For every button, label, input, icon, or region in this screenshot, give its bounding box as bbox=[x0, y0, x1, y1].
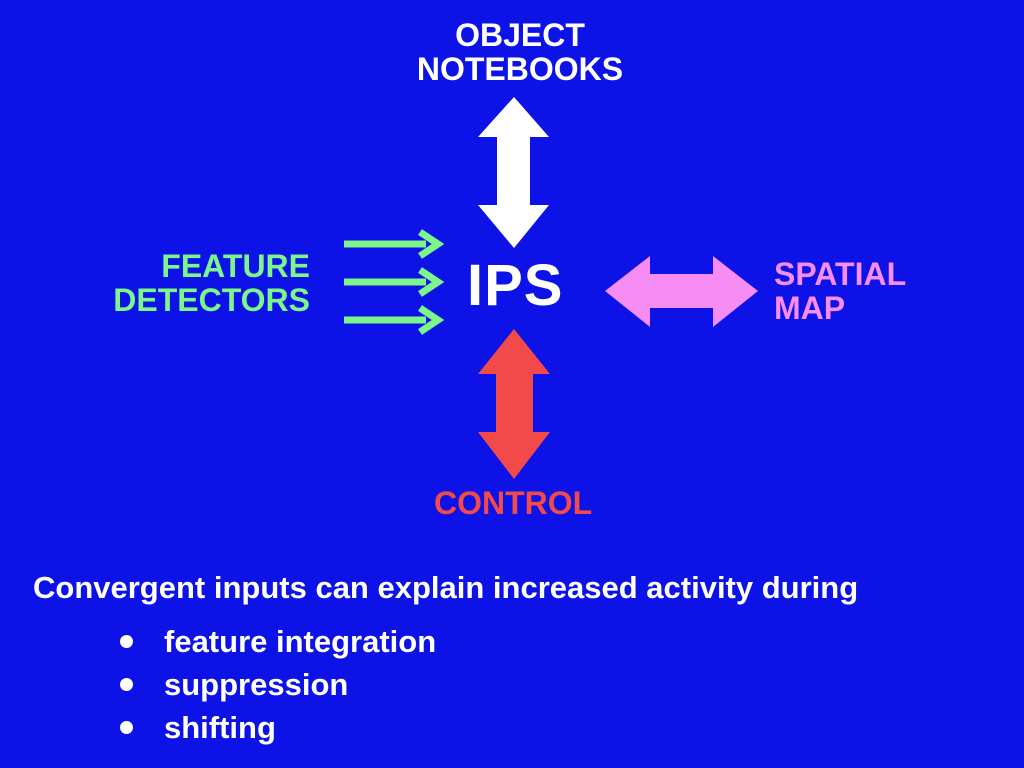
feature-detectors-line-1: FEATURE bbox=[161, 248, 310, 284]
control-label: CONTROL bbox=[434, 485, 593, 521]
convergent-inputs-summary: Convergent inputs can explain increased … bbox=[33, 570, 859, 605]
list-item-suppression: suppression bbox=[115, 663, 436, 706]
ips-node-label: IPS bbox=[467, 253, 564, 318]
list-item-label: shifting bbox=[164, 710, 276, 745]
activity-types-list: feature integration suppression shifting bbox=[115, 620, 436, 749]
feature-detector-arrow-top bbox=[344, 229, 445, 259]
spatial-map-label: SPATIAL MAP bbox=[774, 256, 907, 326]
bullet-dot bbox=[120, 635, 133, 648]
object-notebooks-double-arrow bbox=[478, 97, 549, 248]
feature-detector-arrow-middle bbox=[344, 267, 445, 297]
bullet-dot bbox=[120, 678, 133, 691]
object-notebooks-label: OBJECT NOTEBOOKS bbox=[380, 17, 660, 87]
spatial-map-double-arrow bbox=[605, 256, 758, 327]
object-notebooks-line-1: OBJECT bbox=[455, 17, 585, 53]
list-item-feature-integration: feature integration bbox=[115, 620, 436, 663]
list-item-label: suppression bbox=[164, 667, 349, 702]
spatial-map-line-1: SPATIAL bbox=[774, 256, 907, 292]
list-item-shifting: shifting bbox=[115, 706, 436, 749]
list-item-label: feature integration bbox=[164, 624, 437, 659]
control-double-arrow bbox=[478, 329, 550, 479]
object-notebooks-line-2: NOTEBOOKS bbox=[416, 50, 624, 87]
spatial-map-line-2: MAP bbox=[774, 289, 846, 326]
feature-detectors-line-2: DETECTORS bbox=[113, 281, 310, 318]
bullet-dot bbox=[120, 721, 133, 734]
feature-detectors-label: FEATURE DETECTORS bbox=[113, 248, 310, 318]
feature-detector-arrow-bottom bbox=[344, 305, 445, 335]
